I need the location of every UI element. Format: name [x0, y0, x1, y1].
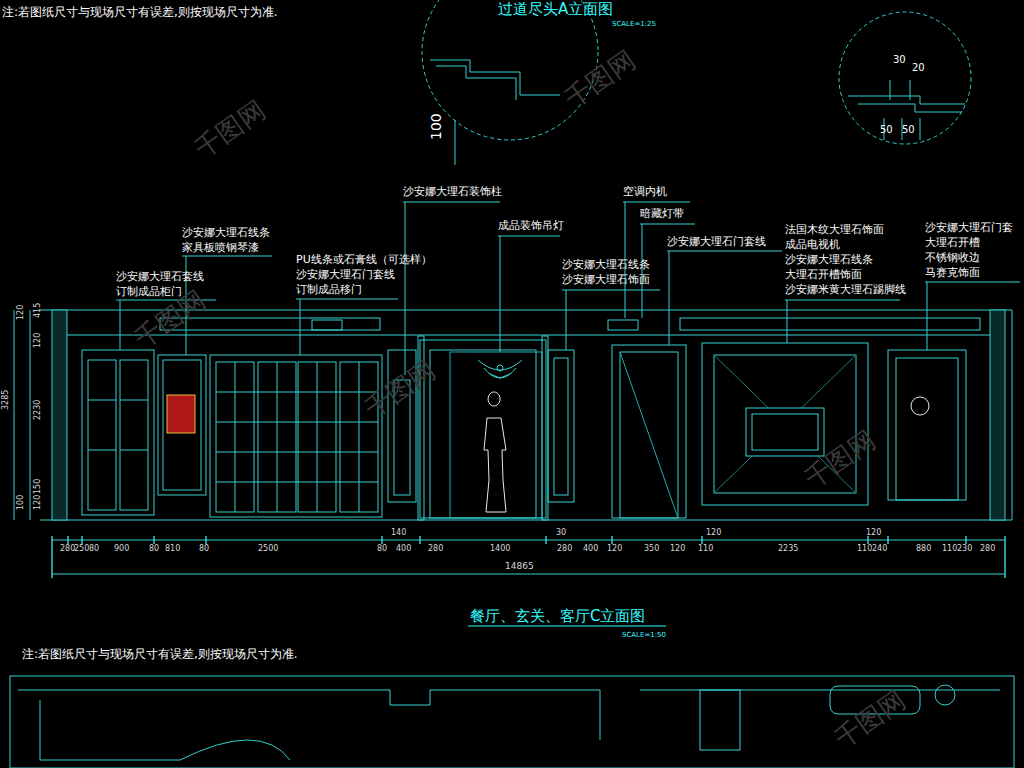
dimension: 110 [698, 544, 713, 553]
dimension: 880 [916, 544, 931, 553]
callout-text: 暗藏灯带 [640, 208, 684, 221]
dimension: 110 [857, 544, 872, 553]
callout-text: 法国木纹大理石饰面 [785, 224, 884, 237]
dimension: 120 [607, 544, 622, 553]
dimension: 80 [89, 544, 99, 553]
callout-text: 成品装饰吊灯 [498, 220, 564, 233]
dimension: 100 [16, 495, 25, 510]
callout-text: 沙安娜大理石门套 [925, 222, 1013, 235]
note: 注:若图纸尺寸与现场尺寸有误差,则按现场尺寸为准. [2, 6, 278, 20]
callout-text: 不锈钢收边 [925, 252, 980, 265]
dimension: 415 [33, 303, 42, 318]
dimension: 80 [199, 544, 209, 553]
callout-text: 沙安娜大理石饰面 [562, 274, 650, 287]
callout-text: 沙安娜大理石装饰柱 [403, 186, 502, 199]
dimension: 230 [957, 544, 972, 553]
callout-text: 马赛克饰面 [925, 267, 980, 280]
watermark: 千图网 [560, 45, 641, 114]
dimension: 50 [880, 124, 893, 136]
dimension: 80 [377, 544, 387, 553]
watermark: 千图网 [360, 355, 441, 424]
dimension: 280 [60, 544, 75, 553]
dimension: 280 [557, 544, 572, 553]
callout-text: 成品电视机 [785, 239, 840, 252]
note: 注:若图纸尺寸与现场尺寸有误差,则按现场尺寸为准. [22, 648, 298, 662]
scale-text: SCALE=1:25 [612, 20, 656, 28]
dimension: 810 [165, 544, 180, 553]
dimension: 100 [428, 113, 444, 140]
dimension: 280 [428, 544, 443, 553]
callout-text: 沙安娜大理石门套线 [296, 269, 395, 282]
dimension: 2235 [778, 544, 798, 553]
dimension: 900 [114, 544, 129, 553]
dimension: 110 [942, 544, 957, 553]
dimension: 140 [391, 528, 406, 537]
callout-text: PU线条或石膏线（可选样） [296, 254, 432, 267]
watermark: 千图网 [830, 685, 911, 754]
callout-text: 沙安娜大理石线条 [182, 227, 270, 240]
watermark: 千图网 [190, 95, 271, 164]
dimension: 280 [980, 544, 995, 553]
subtitle: 过道尽头A立面图 [498, 1, 613, 18]
callout-text: 大理石开槽 [925, 237, 980, 250]
dimension: 20 [912, 62, 925, 74]
dimension: 150 [33, 479, 42, 494]
dimension: 30 [893, 54, 906, 66]
callout-text: 空调内机 [623, 186, 667, 199]
dimension: 3285 [1, 390, 10, 410]
dimension: 350 [644, 544, 659, 553]
callout-text: 沙安娜大理石线条 [785, 254, 873, 267]
drawing-title: 餐厅、玄关、客厅C立面图 [470, 608, 645, 625]
dimension: 120 [16, 305, 25, 320]
callout-text: 订制成品柜门 [116, 286, 182, 299]
dimension: 30 [556, 528, 566, 537]
dimension: 240 [872, 544, 887, 553]
dimension: 14865 [505, 561, 534, 571]
scale-text: SCALE=1:50 [622, 631, 666, 639]
callout-text: 沙安娜米黄大理石踢脚线 [785, 284, 906, 297]
dimension: 400 [396, 544, 411, 553]
dimension: 120 [670, 544, 685, 553]
dimension: 120 [866, 528, 881, 537]
dimension: 120 [33, 495, 42, 510]
callout-text: 大理石开槽饰面 [785, 269, 862, 282]
dimension: 50 [902, 124, 915, 136]
callout-text: 沙安娜大理石线条 [562, 259, 650, 272]
dimension: 120 [706, 528, 721, 537]
dimension: 400 [583, 544, 598, 553]
callout-text: 家具板喷钢琴漆 [182, 242, 259, 255]
callout-text: 沙安娜大理石套线 [116, 271, 204, 284]
dimension: 1400 [490, 544, 510, 553]
callout-text: 订制成品移门 [296, 284, 362, 297]
dimension: 2500 [258, 544, 278, 553]
dimension: 2230 [33, 400, 42, 420]
dimension: 80 [149, 544, 159, 553]
callout-text: 沙安娜大理石门套线 [667, 236, 766, 249]
dimension: 250 [74, 544, 89, 553]
dimension: 120 [33, 333, 42, 348]
